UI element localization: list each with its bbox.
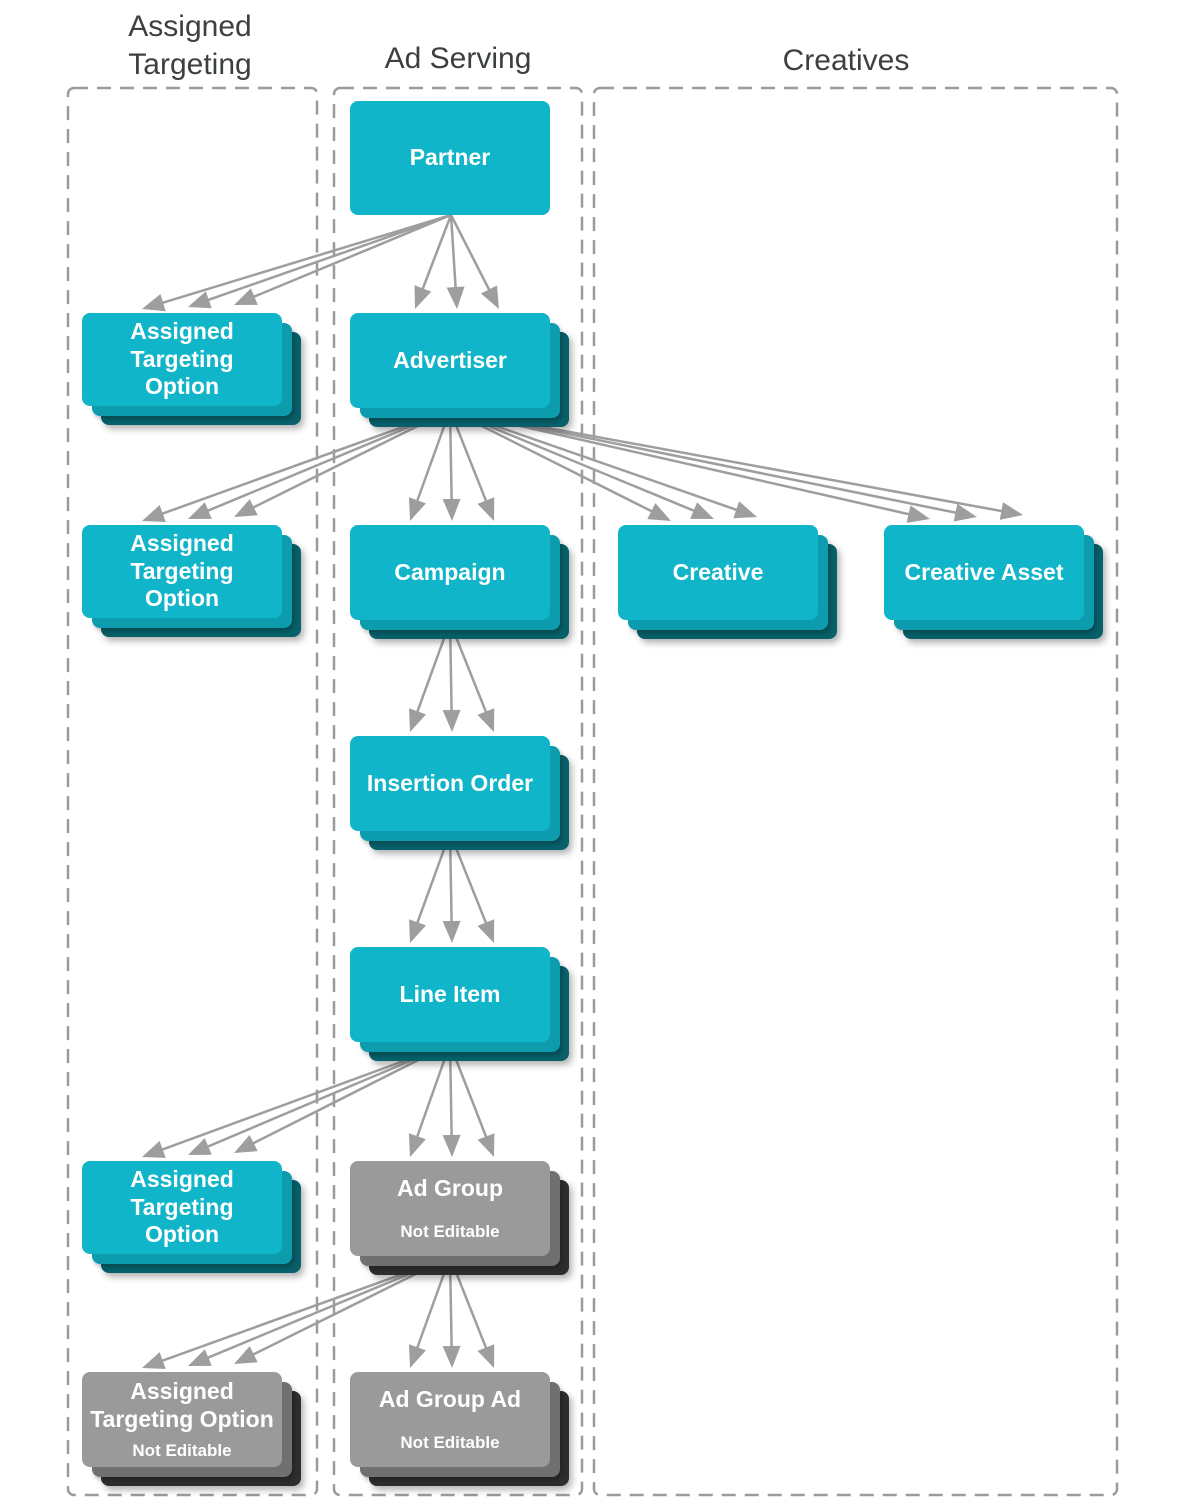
arrowhead-icon (999, 502, 1023, 520)
node-advertiser: Advertiser (350, 313, 569, 427)
arrowhead-icon (477, 708, 495, 732)
node-creative: Creative (618, 525, 837, 639)
arrowhead-icon (408, 1344, 426, 1368)
node-partner: Partner (350, 101, 550, 215)
arrowhead-icon (188, 291, 212, 309)
node-face: Assigned Targeting Option (82, 313, 282, 406)
column-title-creatives: Creatives (782, 44, 910, 77)
node-label: Assigned Targeting Option (130, 530, 234, 612)
column-title-assigned-targeting: Assigned Targeting (128, 10, 252, 81)
panel-ad-serving (332, 86, 584, 1497)
arrowhead-icon (442, 498, 461, 521)
arrowhead-icon (234, 1346, 258, 1364)
arrowhead-icon (142, 293, 166, 312)
node-face: Advertiser (350, 313, 550, 408)
arrowhead-icon (446, 286, 465, 309)
arrowhead-icon (442, 709, 461, 732)
panel-creatives (592, 86, 1119, 1497)
node-label: Assigned Targeting Option (130, 1166, 234, 1248)
arrowhead-icon (408, 497, 426, 521)
node-ato-3: Assigned Targeting Option (82, 1161, 301, 1273)
node-label: Campaign (394, 558, 506, 585)
arrowhead-icon (442, 1134, 461, 1157)
arrowhead-icon (408, 1133, 426, 1157)
arrowhead-icon (142, 1140, 166, 1158)
node-line-item: Line Item (350, 947, 569, 1061)
column-title-ad-serving: Ad Serving (384, 42, 532, 75)
arrowhead-icon (409, 708, 426, 732)
arrow-advertiser-to-creative (449, 408, 757, 521)
arrowhead-icon (647, 503, 671, 521)
arrowhead-icon (477, 1344, 495, 1368)
arrowhead-icon (477, 1133, 495, 1157)
node-face: Assigned Targeting Option (82, 1161, 282, 1254)
node-face: Partner (350, 101, 550, 215)
arrow-partner-to-advertiser (414, 214, 499, 309)
arrowhead-icon (188, 1349, 212, 1366)
arrowhead-icon (690, 502, 714, 519)
node-label: Assigned Targeting Option (90, 1378, 274, 1432)
node-face: Campaign (350, 525, 550, 620)
panel-assigned-targeting (66, 86, 319, 1497)
node-face: Creative (618, 525, 818, 620)
node-label: Ad Group Ad (378, 1385, 522, 1412)
arrow-advertiser-to-creative-asset (449, 408, 1023, 523)
node-label: Assigned Targeting Option (130, 318, 234, 400)
arrowhead-icon (234, 288, 258, 305)
node-ad-group-ad: Ad Group Ad Not Editable (350, 1372, 569, 1486)
arrowhead-icon (477, 497, 495, 521)
node-label: Partner (409, 144, 491, 171)
arrowhead-icon (234, 1135, 258, 1153)
node-label: Creative Asset (904, 558, 1064, 585)
node-ato-1: Assigned Targeting Option (82, 313, 301, 425)
node-sublabel: Not Editable (400, 1222, 500, 1242)
node-sublabel: Not Editable (400, 1433, 500, 1453)
node-campaign: Campaign (350, 525, 569, 639)
node-face: Ad Group Ad Not Editable (350, 1372, 550, 1467)
node-label: Line Item (399, 980, 501, 1007)
arrowhead-icon (442, 1345, 461, 1368)
node-ato-2: Assigned Targeting Option (82, 525, 301, 637)
arrowhead-icon (142, 1352, 166, 1370)
arrow-partner-to-ato-1 (142, 213, 452, 312)
node-face: Creative Asset (884, 525, 1084, 620)
node-label: Ad Group (396, 1174, 504, 1201)
arrowhead-icon (953, 503, 977, 522)
node-face: Assigned Targeting Option (82, 525, 282, 618)
arrowhead-icon (733, 501, 757, 519)
node-sublabel: Not Editable (132, 1440, 232, 1460)
node-creative-asset: Creative Asset (884, 525, 1103, 639)
arrowhead-icon (480, 285, 499, 309)
node-label: Creative (672, 558, 764, 585)
arrow-line-item-to-ad-group (408, 1043, 495, 1157)
arrowhead-icon (188, 502, 212, 519)
node-insertion-order: Insertion Order (350, 736, 569, 850)
arrow-line-item-to-ato-3 (142, 1042, 451, 1158)
node-face: Insertion Order (350, 736, 550, 831)
arrowhead-icon (414, 285, 432, 309)
arrowhead-icon (906, 505, 930, 523)
node-label: Insertion Order (366, 769, 534, 796)
node-face: Line Item (350, 947, 550, 1042)
arrowhead-icon (188, 1138, 212, 1155)
node-label: Advertiser (393, 346, 507, 373)
arrowhead-icon (234, 499, 258, 517)
arrowhead-icon (442, 920, 461, 943)
arrowhead-icon (142, 505, 166, 523)
arrowhead-icon (409, 919, 426, 943)
arrowhead-icon (477, 919, 495, 943)
